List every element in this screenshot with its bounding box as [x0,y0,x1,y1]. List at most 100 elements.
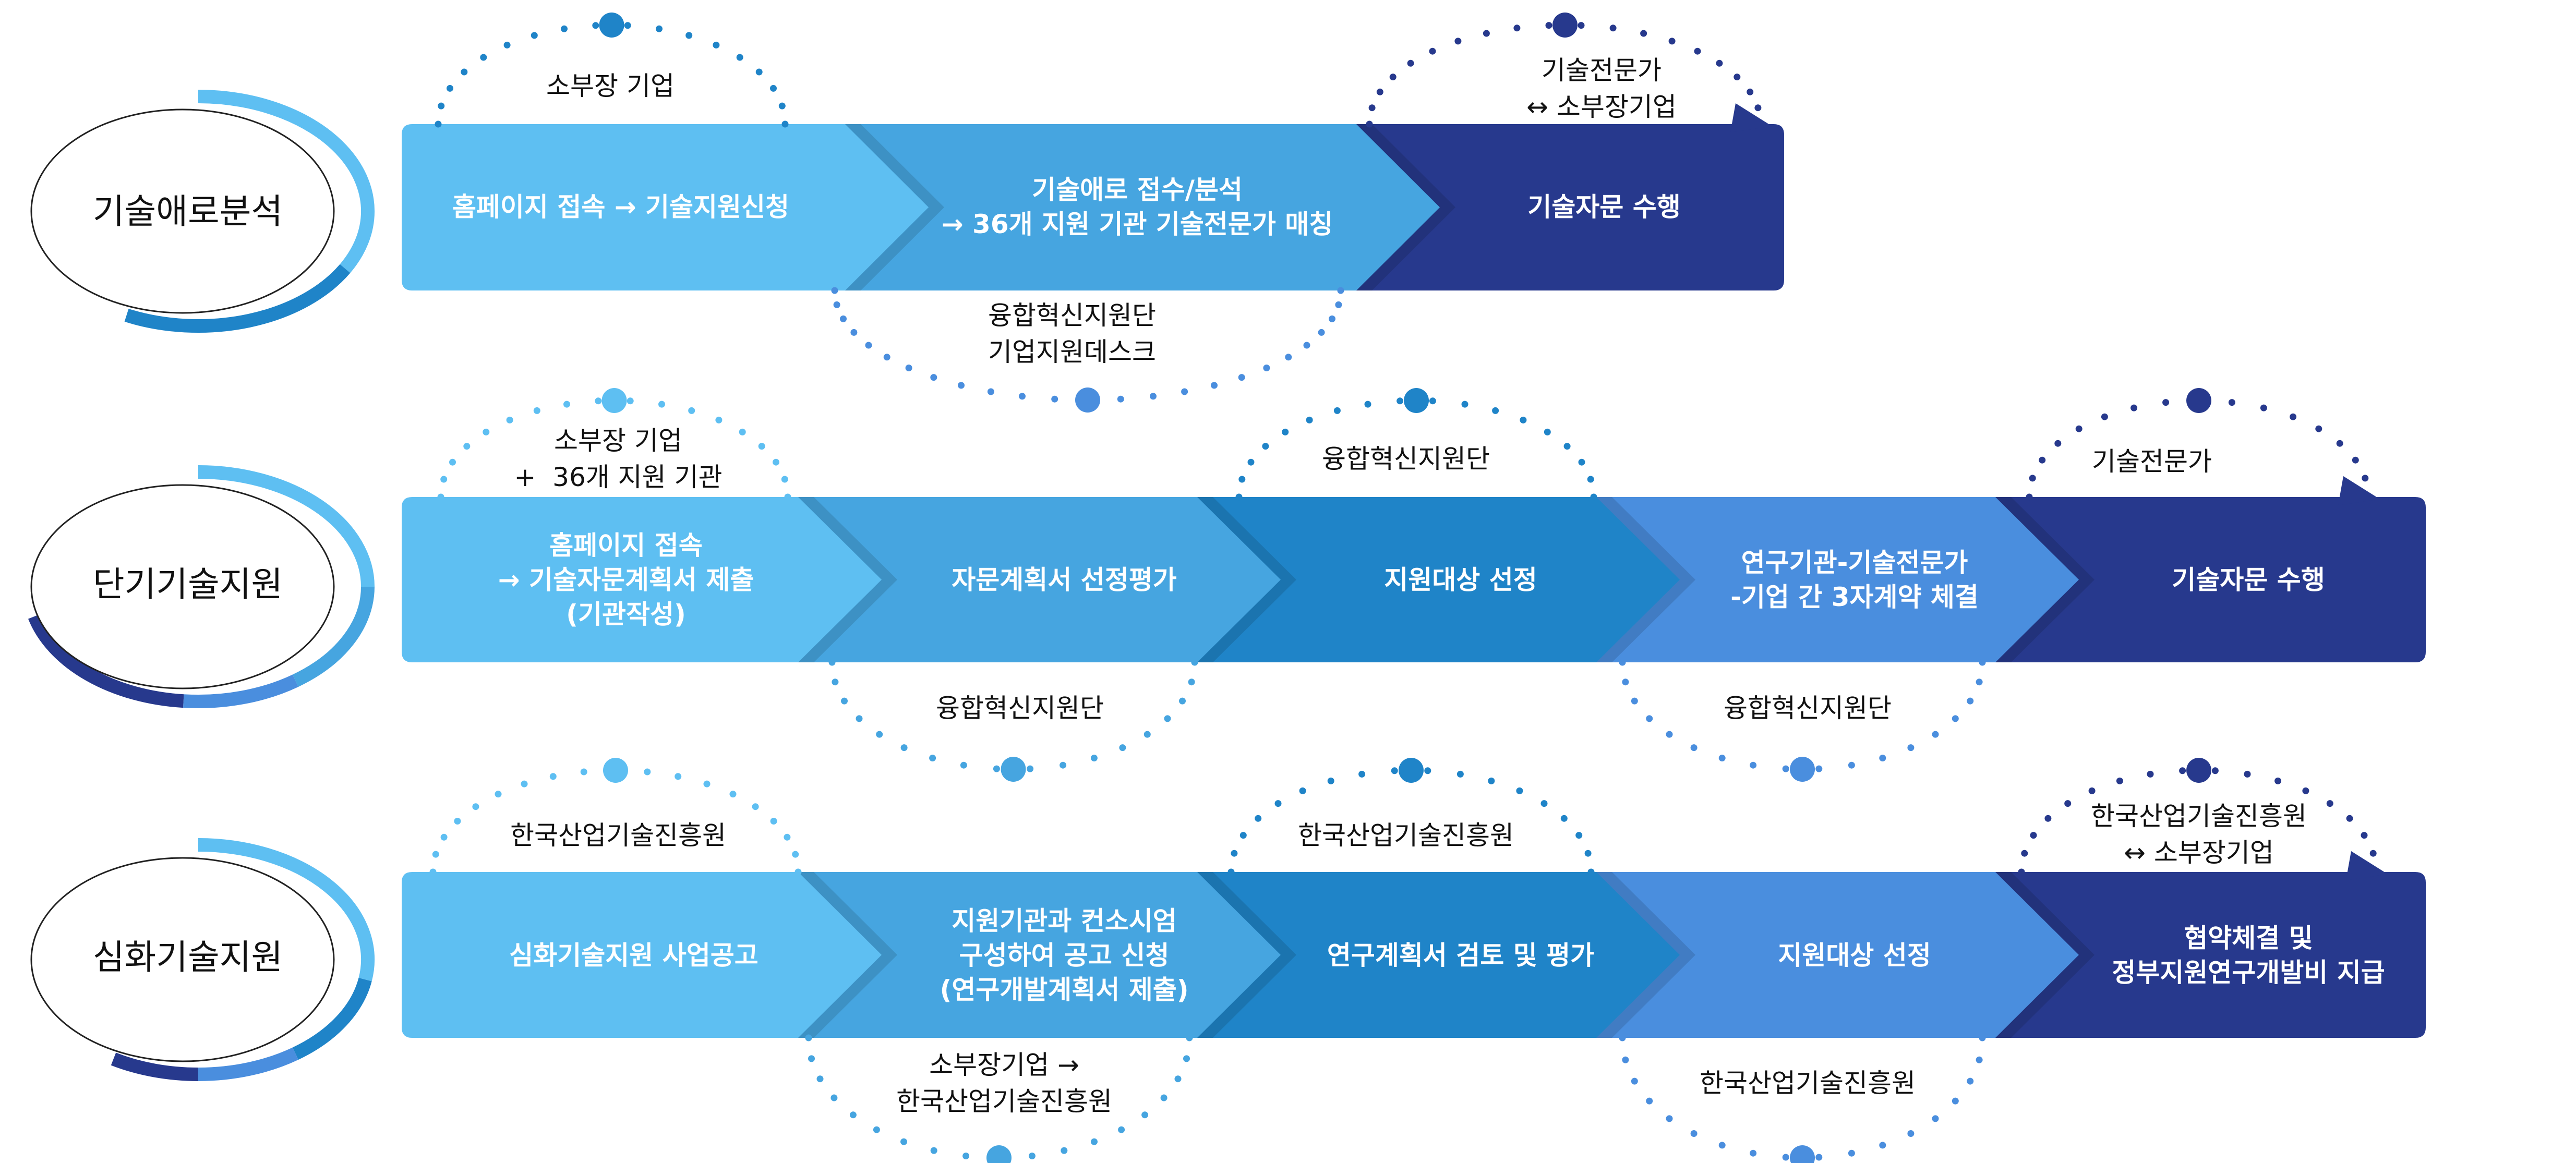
arc-dot [1239,832,1247,839]
arc-dot [549,773,557,780]
arc-dot [781,476,788,483]
arc-dot [1327,777,1334,784]
process-step [402,124,929,290]
arc-dot [1622,1056,1629,1063]
arc-dot [1646,1097,1653,1105]
arc-dot [1285,354,1292,361]
arc-dot [1188,679,1195,686]
arc-dot [1952,1097,1959,1105]
arc-dot [463,443,471,450]
arc-dot [1429,47,1436,55]
arc-dot [770,84,777,92]
arc-dot [1690,744,1698,752]
arc-dot [595,397,602,405]
arc-dot [440,476,448,483]
arc-dot [795,868,802,876]
arc-dot [1666,1115,1673,1122]
arc-dot [1848,761,1855,769]
arc-dot [1646,715,1653,722]
arc-dot [656,25,663,32]
arc-dot [1590,493,1597,501]
arc-dot [1160,1094,1167,1101]
arc-dot [1718,1142,1726,1149]
arc-dot [1976,1056,1983,1063]
arc-node [2186,388,2211,413]
arc-dot [900,744,908,752]
arc-dot [1747,88,1754,95]
arc-dot [1061,1147,1068,1154]
arc-dot [1263,365,1270,371]
arc-dot [1690,1130,1698,1137]
badge-ring-arc [198,90,375,273]
arc-dot [1492,407,1499,414]
arc-dot [987,388,994,395]
arc-dot [841,697,848,705]
arc-dot [1815,765,1823,772]
arc-dot [1117,395,1124,403]
arc-dot [792,851,799,858]
step-text: 기술애로 접수/분석 → 36개 지원 기관 기술전문가 매칭 [941,175,1333,239]
arc-dot [2179,767,2186,774]
arc-dot [1782,765,1789,772]
arc-dot [1461,401,1468,408]
arc-dot [1979,1034,1986,1041]
arc-arrowhead [2346,851,2388,880]
step-text: 지원대상 선정 [1384,565,1537,595]
arc-dot [1544,428,1551,435]
arc-node [1075,387,1100,413]
arc-dot [506,416,513,423]
arc-dot [440,833,448,841]
arc-dot [1238,476,1246,483]
arc-dot [2326,800,2333,807]
arc-arrowhead [2338,476,2380,505]
arc-node [1790,1145,1815,1163]
actor-arc [828,659,1198,782]
arc-dot [1368,104,1376,112]
arc-dot [828,659,836,666]
arc-dot [580,768,587,776]
actor-arc [429,758,802,876]
arc-dot [752,803,759,810]
arc-dot [1247,458,1255,466]
arc-dot [1231,850,1238,857]
process-step [1596,872,2079,1038]
badge-ring-arc [292,586,375,687]
arc-dot [1238,374,1245,381]
arc-dot [1666,731,1673,738]
arc-dot [1389,74,1397,81]
arc-dot [447,84,453,92]
arc-dot [1019,393,1026,400]
actor-label: 기술전문가 [2092,446,2212,477]
arc-dot [1027,765,1034,772]
process-step [1356,124,1784,290]
arc-node [1790,757,1815,782]
process-step [845,124,1440,290]
arc-dot [1879,1142,1886,1149]
arc-dot [2274,777,2282,784]
actor-label: 융합혁신지원단 [936,693,1104,723]
arc-dot [2290,413,2297,420]
arc-dot [1051,395,1058,403]
arc-dot [1932,731,1939,738]
arc-dot [2075,425,2083,432]
arc-dot [2116,777,2123,784]
arc-dot [1622,679,1629,686]
arc-dot [1262,443,1269,450]
arc-node [603,758,628,783]
arc-dot [883,354,890,361]
arc-dot [1181,388,1188,395]
arc-dot [438,102,445,110]
badge-ring-arc [111,1052,199,1081]
arc-dot [778,102,786,110]
arc-dot [784,493,791,501]
arc-dot [2260,404,2267,411]
arc-dot [1424,767,1431,774]
arc-dot [1364,401,1371,408]
arc-node [986,1145,1012,1163]
arc-dot [1282,428,1289,435]
arc-dot [2021,850,2028,857]
arc-dot [503,41,511,49]
badge-ring-arc [198,838,375,982]
arc-dot [592,22,599,29]
arc-dot [1318,329,1325,336]
